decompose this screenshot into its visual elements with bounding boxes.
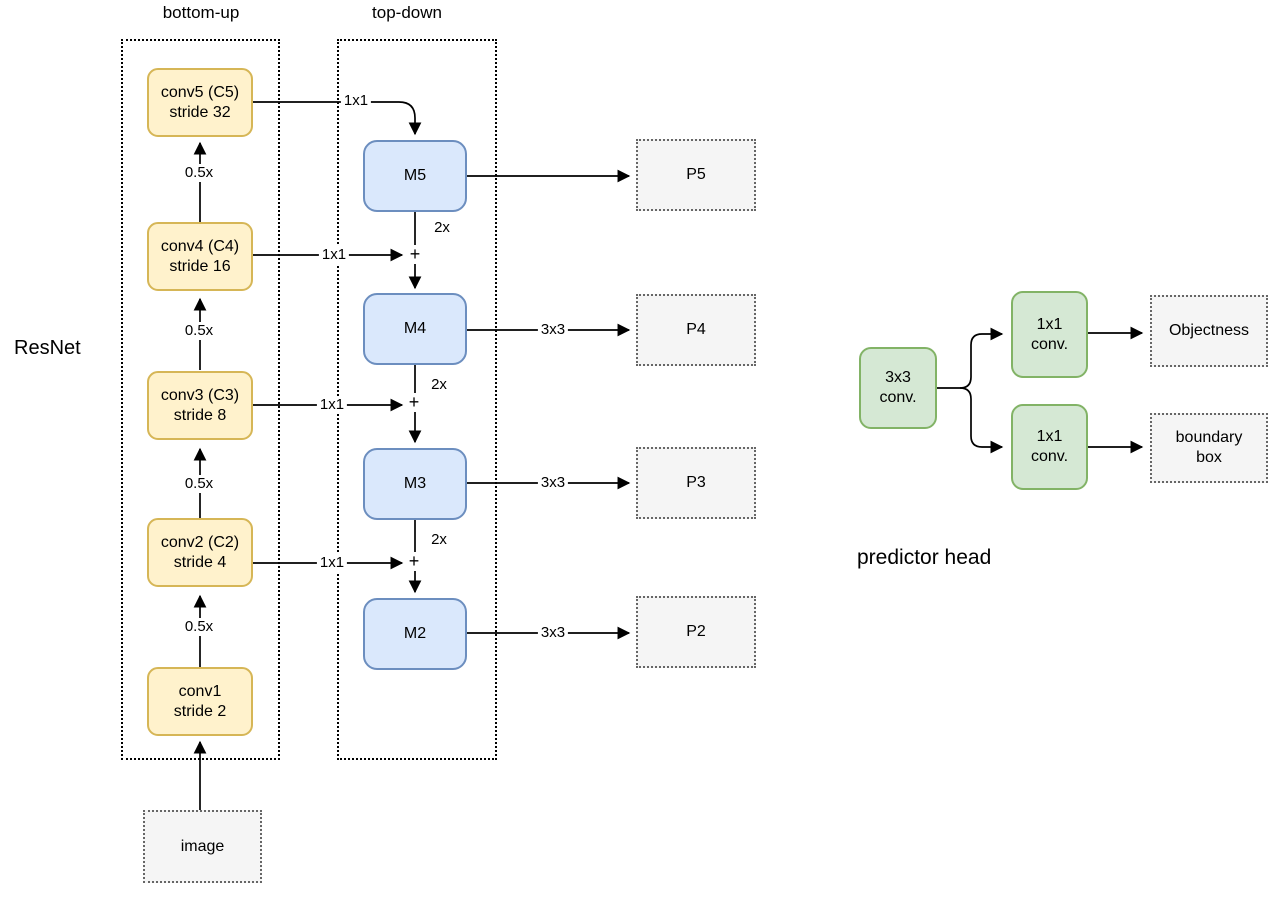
branch-kernel: 1x1	[1036, 315, 1063, 333]
boundary-label-line1: boundary	[1175, 429, 1243, 446]
lateral-conv-label: 1x1	[318, 246, 350, 264]
stage-name: conv5 (C5)	[160, 83, 240, 101]
predictor-trunk-conv: 3x3 conv.	[859, 347, 937, 429]
output-conv-label: 3x3	[537, 624, 569, 642]
pyramid-label: P2	[686, 623, 706, 640]
merged-label: M5	[403, 167, 427, 184]
upsample-label: 2x	[428, 531, 450, 549]
predictor-box-conv: 1x1 conv.	[1011, 404, 1088, 490]
lateral-conv-label: 1x1	[316, 396, 348, 414]
output-conv-label: 3x3	[537, 321, 569, 339]
stage-name: conv2 (C2)	[160, 533, 240, 551]
downsample-label: 0.5x	[181, 164, 217, 182]
branch-type: conv.	[1030, 335, 1069, 353]
merged-label: M4	[403, 320, 427, 337]
objectness-output-box: Objectness	[1150, 295, 1268, 367]
merged-label: M3	[403, 475, 427, 492]
pyramid-label: P3	[686, 474, 706, 491]
arrow-split-box-conv	[959, 387, 1004, 454]
backbone-stage-conv3: conv3 (C3) stride 8	[147, 371, 253, 440]
merged-map-m2: M2	[363, 598, 467, 670]
merged-map-m4: M4	[363, 293, 467, 365]
backbone-stage-conv5: conv5 (C5) stride 32	[147, 68, 253, 137]
stage-stride: stride 2	[173, 702, 227, 720]
arrow-split-objectness-conv	[959, 327, 1004, 389]
stage-name: conv1	[178, 682, 222, 700]
pyramid-label: P5	[686, 166, 706, 183]
stage-name: conv4 (C4)	[160, 237, 240, 255]
stage-stride: stride 32	[169, 103, 231, 121]
boundary-label-line2: box	[1196, 449, 1222, 466]
predictor-head-label: predictor head	[857, 546, 992, 569]
predictor-objectness-conv: 1x1 conv.	[1011, 291, 1088, 378]
objectness-label: Objectness	[1168, 322, 1250, 339]
output-conv-label: 3x3	[537, 474, 569, 492]
merged-map-m5: M5	[363, 140, 467, 212]
lateral-conv-label: 1x1	[316, 554, 348, 572]
stage-stride: stride 4	[173, 553, 227, 571]
pyramid-output-p4: P4	[636, 294, 756, 366]
image-label: image	[180, 837, 225, 855]
pyramid-output-p5: P5	[636, 139, 756, 211]
branch-type: conv.	[1030, 448, 1069, 465]
pyramid-output-p3: P3	[636, 447, 756, 519]
pyramid-output-p2: P2	[636, 596, 756, 668]
boundary-box-output-box: boundary box	[1150, 413, 1268, 483]
resnet-label: ResNet	[14, 337, 81, 359]
arrow-conv5-m5	[252, 101, 422, 136]
merged-map-m3: M3	[363, 448, 467, 520]
stage-stride: stride 16	[169, 257, 231, 275]
lateral-conv-label: 1x1	[340, 92, 372, 110]
upsample-label: 2x	[428, 376, 450, 394]
merge-plus-icon: +	[407, 392, 421, 412]
backbone-stage-conv2: conv2 (C2) stride 4	[147, 518, 253, 587]
pyramid-label: P4	[686, 321, 706, 338]
upsample-label: 2x	[431, 219, 453, 237]
downsample-label: 0.5x	[181, 322, 217, 340]
bottom-up-label: bottom-up	[162, 3, 240, 22]
stage-name: conv3 (C3)	[160, 386, 240, 404]
backbone-stage-conv4: conv4 (C4) stride 16	[147, 222, 253, 291]
top-down-label: top-down	[372, 3, 442, 22]
downsample-label: 0.5x	[181, 618, 217, 636]
branch-kernel: 1x1	[1036, 428, 1063, 445]
stage-stride: stride 8	[173, 406, 227, 424]
image-input-box: image	[143, 810, 262, 883]
merge-plus-icon: +	[407, 551, 421, 571]
trunk-kernel: 3x3	[885, 369, 911, 386]
merged-label: M2	[403, 625, 427, 642]
merge-plus-icon: +	[408, 244, 422, 264]
downsample-label: 0.5x	[181, 475, 217, 493]
trunk-type: conv.	[879, 389, 917, 406]
backbone-stage-conv1: conv1 stride 2	[147, 667, 253, 736]
